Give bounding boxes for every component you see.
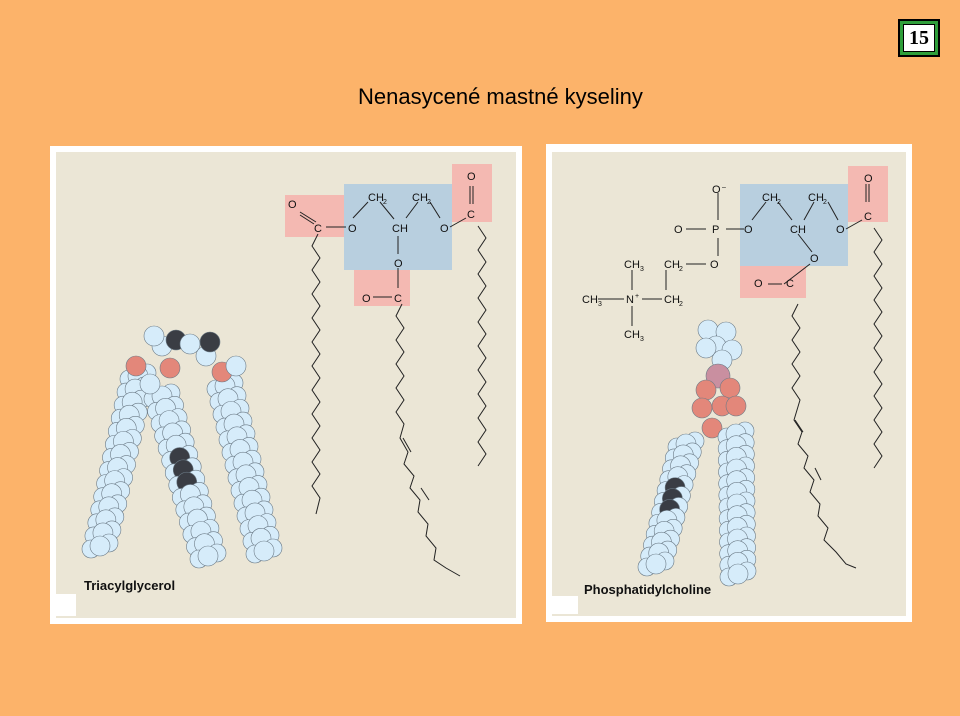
atom-sphere bbox=[727, 563, 749, 585]
atom-sphere bbox=[199, 331, 221, 353]
atom-o: O bbox=[674, 224, 683, 236]
svg-text:2: 2 bbox=[679, 266, 683, 273]
atom-c: C bbox=[394, 293, 402, 305]
svg-text:2: 2 bbox=[679, 301, 683, 308]
atom-sphere bbox=[225, 355, 247, 377]
slide-number-badge: 15 bbox=[898, 19, 940, 57]
atom-sphere bbox=[701, 417, 723, 439]
svg-text:3: 3 bbox=[640, 336, 644, 343]
fatty-acid-chain-1 bbox=[311, 233, 321, 515]
atom-o: O bbox=[467, 171, 476, 183]
triacylglycerol-figure: O C O CH 2 CH CH 2 O O C O O C bbox=[56, 152, 516, 618]
svg-text:–: – bbox=[722, 184, 726, 191]
atom-o: O bbox=[810, 253, 819, 265]
space-filling-model bbox=[81, 325, 283, 569]
carbonyl-box-1 bbox=[285, 195, 345, 237]
svg-text:2: 2 bbox=[777, 199, 781, 206]
space-filling-model bbox=[637, 319, 757, 587]
carbonyl-box-2 bbox=[740, 266, 806, 298]
atom-o: O bbox=[744, 224, 753, 236]
atom-o: O bbox=[362, 293, 371, 305]
atom-o: O bbox=[710, 259, 719, 271]
atom-p: P bbox=[712, 224, 719, 236]
carbonyl-box-2 bbox=[354, 270, 410, 306]
panel-caption: Phosphatidylcholine bbox=[584, 582, 712, 597]
atom-n-plus: N bbox=[626, 294, 634, 306]
fatty-acid-chain-3 bbox=[477, 225, 487, 467]
atom-o: O bbox=[288, 199, 297, 211]
glycerol-box bbox=[344, 184, 452, 270]
atom-ch2: CH bbox=[664, 294, 680, 306]
carbonyl-box-3 bbox=[848, 166, 888, 222]
atom-ch2: CH bbox=[412, 192, 428, 204]
atom-o: O bbox=[754, 278, 763, 290]
phosphatidylcholine-figure: O – O P O CH 2 CH CH 2 O O C O O C O CH … bbox=[552, 152, 906, 616]
atom-c: C bbox=[786, 278, 794, 290]
slide-number: 15 bbox=[903, 24, 935, 52]
atom-sphere bbox=[159, 357, 181, 379]
atom-o-minus: O bbox=[712, 184, 721, 196]
atom-ch3: CH bbox=[624, 329, 640, 341]
atom-o: O bbox=[394, 258, 403, 270]
atom-o: O bbox=[348, 223, 357, 235]
atom-ch3: CH bbox=[582, 294, 598, 306]
atom-sphere bbox=[143, 325, 165, 347]
atom-o: O bbox=[864, 173, 873, 185]
phosphatidylcholine-panel: O – O P O CH 2 CH CH 2 O O C O O C O CH … bbox=[546, 144, 912, 622]
atom-sphere bbox=[139, 373, 161, 395]
atom-c: C bbox=[864, 211, 872, 223]
structure-bonds bbox=[598, 184, 883, 569]
atom-sphere bbox=[719, 377, 741, 399]
atom-sphere bbox=[691, 397, 713, 419]
fatty-acid-chain-2 bbox=[395, 303, 461, 577]
fatty-acid-chain-2 bbox=[791, 303, 857, 569]
svg-text:2: 2 bbox=[383, 199, 387, 206]
svg-text:3: 3 bbox=[598, 301, 602, 308]
carbonyl-box-3 bbox=[452, 164, 492, 222]
atom-ch: CH bbox=[392, 223, 408, 235]
atom-sphere bbox=[695, 337, 717, 359]
atom-ch2: CH bbox=[762, 192, 778, 204]
triacylglycerol-panel: O C O CH 2 CH CH 2 O O C O O C Triacylgl… bbox=[50, 146, 522, 624]
panel-caption: Triacylglycerol bbox=[84, 578, 176, 593]
atom-ch2: CH bbox=[808, 192, 824, 204]
slide-title: Nenasycené mastné kyseliny bbox=[358, 84, 643, 109]
atom-sphere bbox=[125, 355, 147, 377]
atom-sphere bbox=[725, 395, 747, 417]
svg-text:3: 3 bbox=[640, 266, 644, 273]
atom-ch2: CH bbox=[368, 192, 384, 204]
atom-o: O bbox=[440, 223, 449, 235]
atom-sphere bbox=[253, 540, 275, 562]
atom-ch2: CH bbox=[664, 259, 680, 271]
atom-c: C bbox=[467, 209, 475, 221]
svg-text:2: 2 bbox=[427, 199, 431, 206]
glycerol-box bbox=[740, 184, 848, 266]
atom-sphere bbox=[695, 379, 717, 401]
svg-text:2: 2 bbox=[823, 199, 827, 206]
svg-text:+: + bbox=[635, 293, 639, 300]
atom-c: C bbox=[314, 223, 322, 235]
atom-ch: CH bbox=[790, 224, 806, 236]
structure-bonds bbox=[299, 186, 487, 577]
atom-sphere bbox=[89, 535, 111, 557]
fatty-acid-chain-3 bbox=[873, 227, 883, 469]
atom-sphere bbox=[197, 545, 219, 567]
atom-o: O bbox=[836, 224, 845, 236]
atom-sphere bbox=[645, 553, 667, 575]
atom-ch3: CH bbox=[624, 259, 640, 271]
